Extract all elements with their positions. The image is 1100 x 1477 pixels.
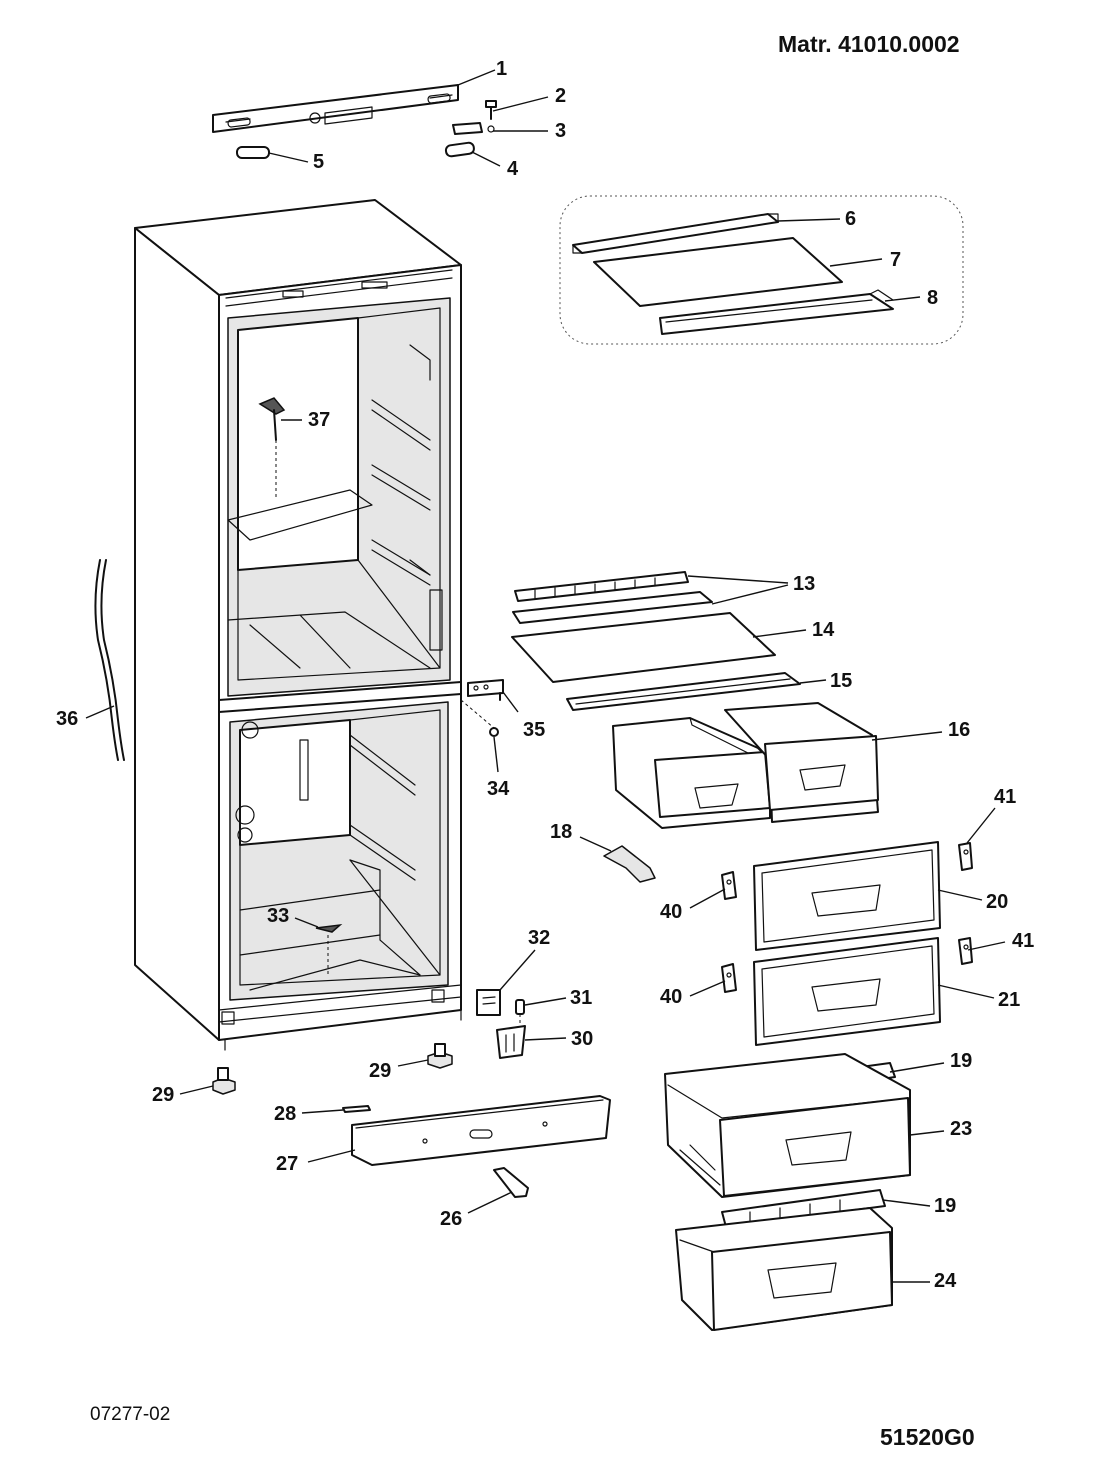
part-hinge-41-upper: [958, 842, 973, 871]
callout-28: 28: [274, 1103, 296, 1125]
part-freezer-drawer-24: [675, 1207, 893, 1331]
callout-40-upper: 40: [660, 901, 682, 923]
callout-3: 3: [555, 120, 566, 142]
part-glass-shelf-14: [511, 612, 776, 683]
callout-6: 6: [845, 208, 856, 230]
callout-14: 14: [812, 619, 835, 641]
part-top-trim: [212, 84, 459, 133]
callout-21: 21: [998, 989, 1020, 1011]
part-drawer-trim-19-lower: [721, 1189, 886, 1228]
callout-32: 32: [528, 927, 550, 949]
part-egg-tray-18: [603, 845, 656, 883]
part-seal-cord-36-inner: [100, 559, 125, 761]
callout-4: 4: [507, 158, 519, 180]
callout-15: 15: [830, 670, 852, 692]
callout-37: 37: [308, 409, 330, 431]
part-hinge-41-lower: [958, 937, 973, 965]
callout-40-lower: 40: [660, 986, 682, 1008]
callout-1: 1: [496, 58, 507, 80]
part-screw-2: [485, 100, 497, 120]
callout-29-right: 29: [369, 1060, 391, 1082]
assembly-line-34: [460, 699, 495, 729]
callout-5: 5: [313, 151, 324, 173]
callout-41-upper: 41: [994, 786, 1016, 808]
part-pin-31: [515, 999, 525, 1026]
part-plug-4: [444, 141, 475, 158]
part-seal-cord-36: [94, 559, 119, 761]
callout-35: 35: [523, 719, 545, 741]
leader-lines: [85, 69, 1006, 1283]
callout-34: 34: [487, 778, 510, 800]
part-drain-plug-33: [315, 923, 343, 975]
part-front-shelf-trim-8: [659, 289, 894, 335]
part-shelf-rails-13: [512, 571, 713, 624]
material-number: Matr. 41010.0002: [778, 31, 960, 57]
part-kickplate-27: [351, 1095, 611, 1166]
callout-13: 13: [793, 573, 815, 595]
callout-8: 8: [927, 287, 938, 309]
part-bracket-3: [452, 122, 495, 135]
part-drawer-front-20: [753, 841, 941, 951]
part-probe-37: [258, 397, 286, 500]
callout-18: 18: [550, 821, 572, 843]
callout-30: 30: [571, 1028, 593, 1050]
drawing-reference: 07277-02: [90, 1404, 170, 1425]
part-cap-34: [489, 727, 499, 737]
callout-numbers: 1 2 3 4 5 6 7 8 13 14 15 16 18 19 19 20 …: [56, 58, 1034, 1292]
part-glass-shelf-7: [593, 237, 843, 307]
part-bracket-30: [496, 1025, 526, 1059]
callout-23: 23: [950, 1118, 972, 1140]
part-shelf-front-15: [566, 672, 801, 711]
callout-19-upper: 19: [950, 1050, 972, 1072]
callout-19-lower: 19: [934, 1195, 956, 1217]
part-hinge-40-lower: [721, 963, 737, 993]
callout-29-left: 29: [152, 1084, 174, 1106]
part-clip-28: [342, 1105, 371, 1113]
callout-26: 26: [440, 1208, 462, 1230]
shelf-group-outline: [559, 195, 964, 345]
callout-24: 24: [934, 1270, 957, 1292]
callout-20: 20: [986, 891, 1008, 913]
part-foot-29-left: [212, 1067, 236, 1095]
part-foot-29-right: [427, 1043, 453, 1069]
callout-16: 16: [948, 719, 970, 741]
part-crisper-16: [612, 702, 879, 829]
part-hinge-40-upper: [721, 871, 737, 900]
model-code: 51520G0: [880, 1424, 975, 1450]
callout-2: 2: [555, 85, 566, 107]
part-hinge-35: [467, 679, 504, 701]
part-plate-32: [476, 989, 501, 1016]
callout-33: 33: [267, 905, 289, 927]
callout-41-lower: 41: [1012, 930, 1034, 952]
fridge-cabinet: [134, 199, 462, 1051]
part-rear-shelf-trim-6: [572, 213, 779, 254]
part-plug-5: [236, 146, 270, 159]
part-drawer-front-21: [753, 937, 941, 1046]
callout-36: 36: [56, 708, 78, 730]
callout-31: 31: [570, 987, 592, 1009]
callout-7: 7: [890, 249, 901, 271]
part-freezer-drawer-23: [664, 1053, 911, 1198]
callout-27: 27: [276, 1153, 298, 1175]
